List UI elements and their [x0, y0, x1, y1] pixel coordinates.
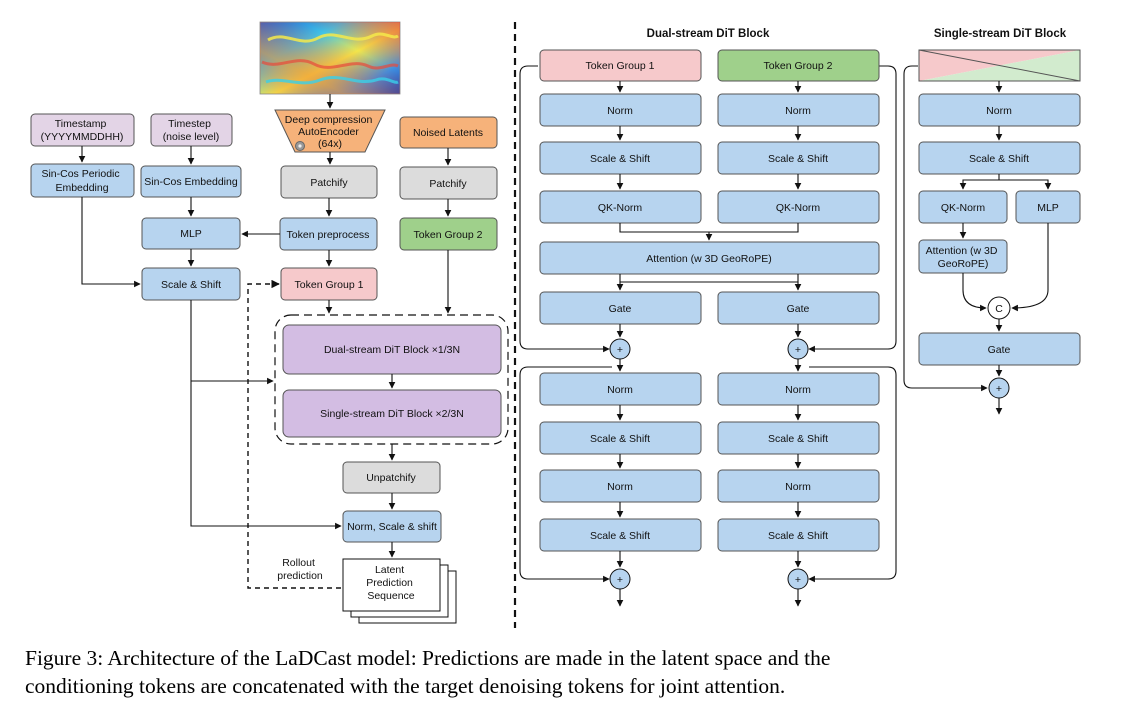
rollout-label: Rollout prediction — [277, 557, 323, 582]
single-plus: + — [996, 383, 1002, 395]
single-mlp: MLP — [1037, 202, 1059, 214]
sincos-embedding-node: Sin-Cos Embedding — [144, 176, 238, 188]
dual-scale-shift-a3: Scale & Shift — [590, 530, 650, 542]
dual-scale-shift-a1: Scale & Shift — [590, 153, 650, 165]
dual-stream-block-node: Dual-stream DiT Block ×1/3N — [324, 344, 460, 356]
timestamp-node: Timestamp (YYYYMMDDHH) — [41, 118, 124, 143]
figure-caption: Figure 3: Architecture of the LaDCast mo… — [25, 644, 1110, 700]
scale-shift-node: Scale & Shift — [161, 279, 221, 291]
dual-scale-shift-b3: Scale & Shift — [768, 530, 828, 542]
dual-norm-a3: Norm — [607, 481, 633, 493]
dual-scale-shift-b2: Scale & Shift — [768, 433, 828, 445]
dual-qk-norm-a: QK-Norm — [598, 202, 643, 214]
dual-plus-a2: + — [617, 574, 623, 586]
gear-icon — [295, 141, 305, 151]
noised-latents-node: Noised Latents — [413, 127, 483, 139]
caption-line-2: conditioning tokens are concatenated wit… — [25, 674, 786, 698]
dual-norm-a2: Norm — [607, 384, 633, 396]
latent-prediction-label: Latent Prediction Sequence — [366, 564, 416, 602]
single-norm: Norm — [986, 105, 1012, 117]
timestep-node: Timestep (noise level) — [163, 118, 220, 143]
dual-norm-a1: Norm — [607, 105, 633, 117]
caption-line-1: Figure 3: Architecture of the LaDCast mo… — [25, 646, 831, 670]
dual-attention: Attention (w 3D GeoRoPE) — [646, 253, 771, 265]
token-preprocess-node: Token preprocess — [287, 229, 370, 241]
single-scale-shift: Scale & Shift — [969, 153, 1029, 165]
autoencoder-label: Deep compression AutoEncoder (64x) — [285, 114, 375, 150]
architecture-diagram: Deep compression AutoEncoder (64x) Times… — [30, 21, 1081, 628]
patchify-node-2: Patchify — [429, 178, 467, 190]
single-stream-title: Single-stream DiT Block — [934, 28, 1067, 40]
sincos-periodic-node: Sin-Cos Periodic Embedding — [41, 168, 122, 194]
dual-plus-b2: + — [795, 574, 801, 586]
single-attention: Attention (w 3D GeoRoPE) — [926, 245, 1001, 270]
mlp-node: MLP — [180, 228, 202, 240]
dual-token-group-2: Token Group 2 — [764, 60, 833, 72]
dual-norm-b2: Norm — [785, 384, 811, 396]
single-qk-norm: QK-Norm — [941, 202, 986, 214]
single-gate: Gate — [988, 344, 1011, 356]
autoencoder-trapezoid — [274, 109, 386, 153]
single-concat: C — [995, 303, 1003, 315]
token-group-2-node: Token Group 2 — [414, 229, 483, 241]
token-group-1-node: Token Group 1 — [295, 279, 364, 291]
dual-plus-a1: + — [617, 344, 623, 356]
dual-norm-b1: Norm — [785, 105, 811, 117]
dual-stream-title: Dual-stream DiT Block — [647, 28, 770, 40]
weather-map-image — [259, 21, 401, 95]
latent-prediction-stack — [342, 558, 457, 624]
norm-scale-shift-node: Norm, Scale & shift — [347, 521, 437, 533]
dual-scale-shift-a2: Scale & Shift — [590, 433, 650, 445]
dual-gate-a: Gate — [609, 303, 632, 315]
single-token-groups — [918, 49, 1081, 82]
dual-gate-b: Gate — [787, 303, 810, 315]
dual-norm-b3: Norm — [785, 481, 811, 493]
dual-plus-b1: + — [795, 344, 801, 356]
patchify-node-1: Patchify — [310, 177, 348, 189]
single-stream-block-node: Single-stream DiT Block ×2/3N — [320, 408, 464, 420]
dual-qk-norm-b: QK-Norm — [776, 202, 821, 214]
dual-scale-shift-b1: Scale & Shift — [768, 153, 828, 165]
unpatchify-node: Unpatchify — [366, 472, 416, 484]
dual-token-group-1: Token Group 1 — [586, 60, 655, 72]
